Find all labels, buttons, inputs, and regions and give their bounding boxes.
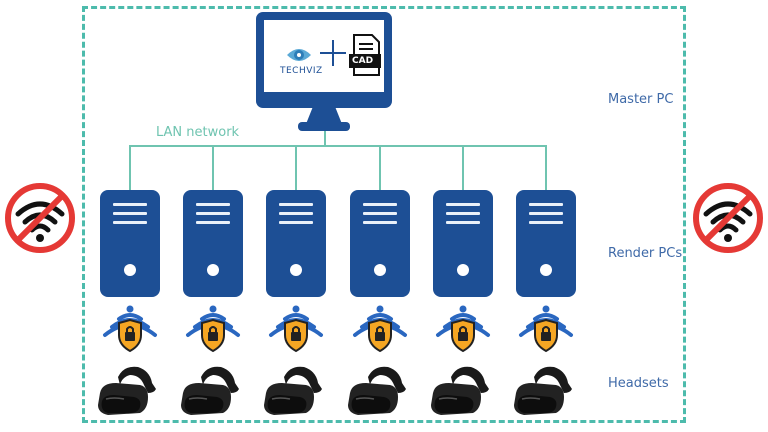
vr-headset-icon — [98, 366, 156, 415]
server-power-icon — [290, 264, 302, 276]
server-vent-line — [196, 203, 230, 206]
server-power-icon — [540, 264, 552, 276]
render-pc-server — [266, 190, 326, 297]
server-vent-line — [446, 203, 480, 206]
server-vent-line — [363, 212, 397, 215]
lan-network-label: LAN network — [156, 125, 240, 140]
master-pc-monitor: TECHVIZ CAD — [256, 12, 392, 108]
no-wifi-icon-right — [693, 183, 763, 253]
network-boundary-frame — [82, 6, 686, 423]
vr-headset-icon — [431, 366, 489, 415]
monitor-screen: TECHVIZ CAD — [264, 20, 384, 92]
render-pc-server — [516, 190, 576, 297]
vr-headset-icon — [181, 366, 239, 415]
server-vent-line — [363, 221, 397, 224]
monitor-stand-base — [298, 122, 350, 131]
secure-wifi-shield-icon — [186, 305, 240, 353]
lan-bus-line — [129, 145, 547, 147]
secure-wifi-shield-icon — [519, 305, 573, 353]
server-vent-line — [196, 212, 230, 215]
lan-drop-line — [545, 146, 547, 191]
server-vent-line — [113, 212, 147, 215]
no-wifi-icon-left — [5, 183, 75, 253]
secure-wifi-shield-icon — [103, 305, 157, 353]
server-vent-line — [446, 212, 480, 215]
lan-drop-line — [295, 146, 297, 191]
lan-drop-line — [212, 146, 214, 191]
techviz-eye-icon — [287, 49, 311, 61]
secure-wifi-shield-icon — [436, 305, 490, 353]
render-pc-server — [433, 190, 493, 297]
server-vent-line — [279, 203, 313, 206]
server-vent-line — [279, 212, 313, 215]
server-vent-line — [446, 221, 480, 224]
headsets-label: Headsets — [608, 376, 669, 391]
server-vent-line — [279, 221, 313, 224]
vr-headset-icon — [264, 366, 322, 415]
cad-file-label: CAD — [352, 56, 374, 66]
server-vent-line — [113, 221, 147, 224]
plus-icon — [320, 40, 346, 66]
server-power-icon — [457, 264, 469, 276]
vr-headset-icon — [348, 366, 406, 415]
server-power-icon — [207, 264, 219, 276]
vr-headset-icon — [514, 366, 572, 415]
server-vent-line — [196, 221, 230, 224]
server-vent-line — [529, 203, 563, 206]
lan-trunk-line — [324, 131, 326, 146]
techviz-logo-text: TECHVIZ — [280, 66, 323, 76]
server-vent-line — [529, 212, 563, 215]
secure-wifi-shield-icon — [353, 305, 407, 353]
lan-drop-line — [129, 146, 131, 191]
cad-file-icon — [349, 34, 381, 76]
render-pc-server — [183, 190, 243, 297]
server-power-icon — [374, 264, 386, 276]
server-power-icon — [124, 264, 136, 276]
lan-drop-line — [462, 146, 464, 191]
secure-wifi-shield-icon — [269, 305, 323, 353]
render-pc-server — [350, 190, 410, 297]
render-pc-server — [100, 190, 160, 297]
lan-drop-line — [379, 146, 381, 191]
server-vent-line — [529, 221, 563, 224]
server-vent-line — [113, 203, 147, 206]
monitor-stand-neck — [306, 106, 342, 124]
master-pc-label: Master PC — [608, 92, 674, 107]
render-pcs-label: Render PCs — [608, 246, 683, 261]
server-vent-line — [363, 203, 397, 206]
